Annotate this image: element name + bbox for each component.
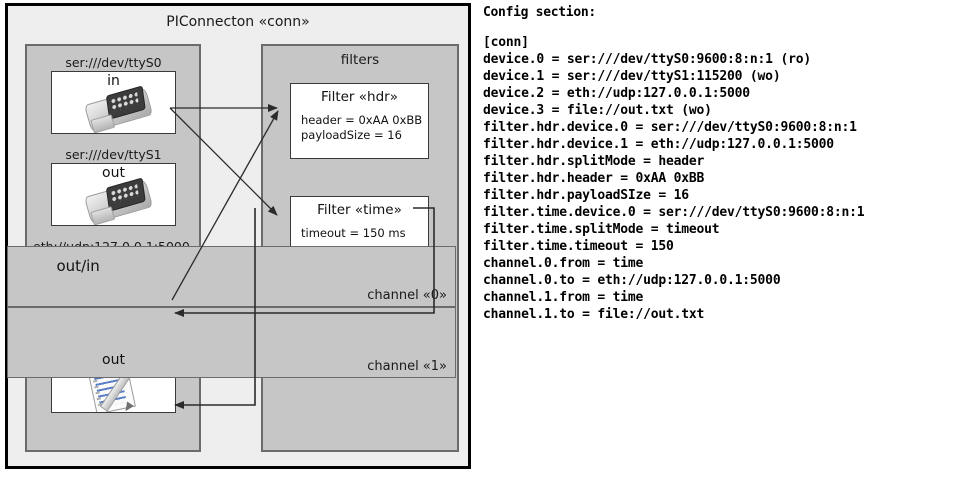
filter-title: Filter «hdr» <box>321 89 398 105</box>
device-box[interactable]: in <box>51 71 176 134</box>
device-box[interactable]: out <box>51 350 176 413</box>
device-box[interactable]: out <box>51 163 176 226</box>
filters-group-title: filters <box>340 52 380 68</box>
device-io-label: out/in <box>56 257 100 275</box>
channel-0-box[interactable]: channel «0» <box>7 246 456 307</box>
config-heading: Config section: <box>483 5 596 20</box>
piconnecton-outer-frame: PIConnecton «conn» ser:///dev/ttyS0 in s… <box>5 3 471 469</box>
filter-properties: header = 0xAA 0xBB payloadSize = 16 <box>301 113 423 142</box>
device-io-label: in <box>107 73 120 89</box>
filter-properties: timeout = 150 ms <box>301 226 406 240</box>
page-title: PIConnecton «conn» <box>166 14 310 30</box>
config-body: [conn] device.0 = ser:///dev/ttyS0:9600:… <box>483 35 865 322</box>
device-label: ser:///dev/ttyS1 <box>65 147 162 162</box>
device-label: ser:///dev/ttyS0 <box>65 55 162 70</box>
channel-label: channel «0» <box>367 288 447 303</box>
device-io-label: out <box>102 352 125 368</box>
connection-diagram: PIConnecton «conn» ser:///dev/ttyS0 in s… <box>0 0 480 484</box>
serial-port-icon <box>82 174 154 225</box>
filter-hdr-box[interactable]: Filter «hdr» header = 0xAA 0xBB payloadS… <box>290 83 429 159</box>
device-ser-ttys1[interactable]: ser:///dev/ttyS1 out <box>36 146 191 226</box>
serial-port-icon <box>82 82 154 133</box>
filter-title: Filter «time» <box>317 202 402 218</box>
channel-label: channel «1» <box>367 359 447 374</box>
config-section: Config section: [conn] device.0 = ser://… <box>483 5 961 323</box>
device-io-label: out <box>102 165 125 181</box>
device-ser-ttys0[interactable]: ser:///dev/ttyS0 in <box>36 54 191 134</box>
